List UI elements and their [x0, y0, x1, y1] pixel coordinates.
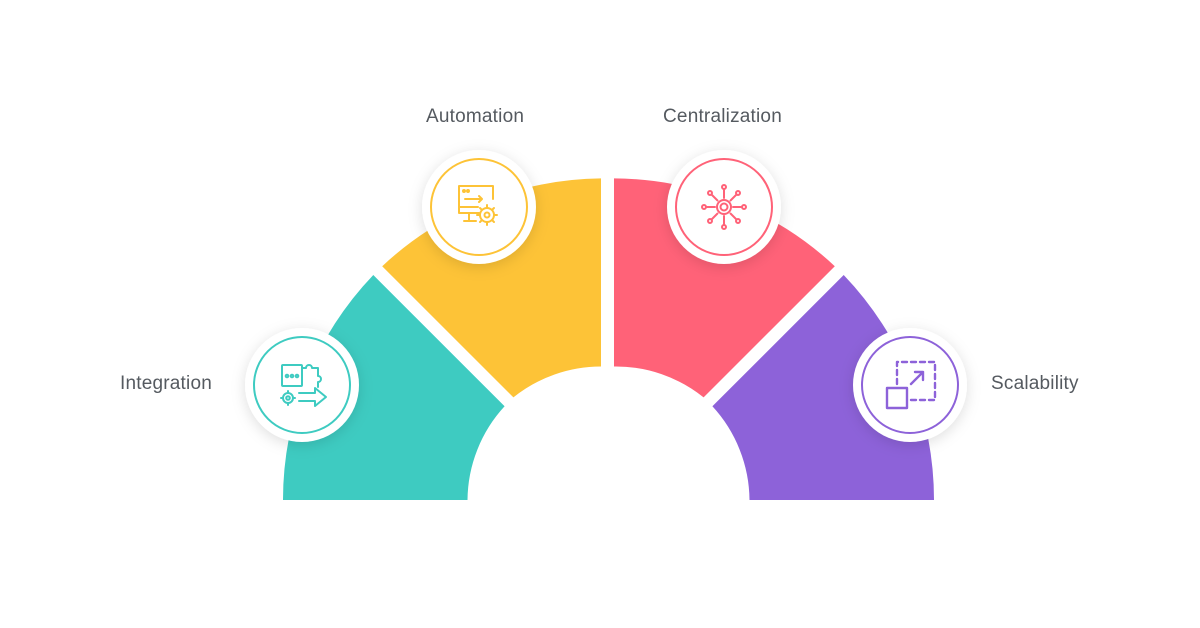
hub-nodes-icon — [701, 184, 747, 230]
label-centralization: Centralization — [663, 106, 782, 127]
scale-up-squares-icon — [885, 360, 937, 410]
label-integration: Integration — [120, 373, 212, 394]
puzzle-gear-arrow-icon — [280, 364, 327, 407]
label-scalability: Scalability — [991, 373, 1079, 394]
badge-integration — [245, 328, 359, 442]
monitor-gear-icon — [458, 185, 498, 226]
segment-centralization — [614, 178, 835, 398]
segment-scalability — [712, 275, 935, 500]
label-automation: Automation — [426, 106, 525, 127]
badge-automation — [422, 150, 536, 264]
segment-integration — [282, 275, 505, 500]
badge-centralization — [667, 150, 781, 264]
badge-scalability — [853, 328, 967, 442]
